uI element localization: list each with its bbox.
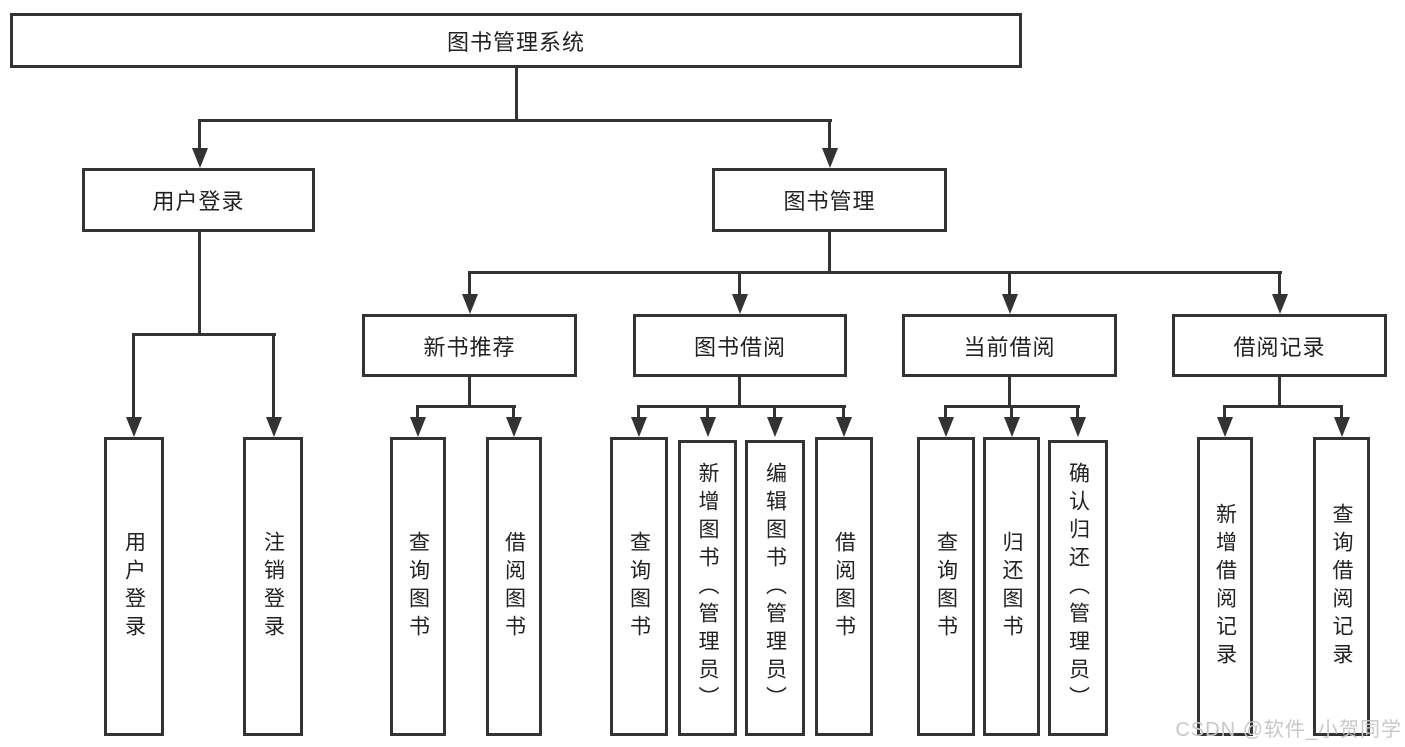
node-new-book-recommend: 新书推荐 [362,314,577,377]
node-root-label: 图书管理系统 [446,29,585,55]
arrowhead-icon [1002,294,1018,314]
node-user-login-label: 用户登录 [152,189,245,214]
leaf-borrow-books-recommend: 借阅图书 [486,437,542,736]
leaf-confirm-return-admin-label: 确认归还（管理员） [1066,462,1090,714]
connector-line [132,333,276,336]
connector-line [468,271,1282,274]
connector-line [198,119,832,122]
arrowhead-icon [836,417,852,437]
arrowhead-icon [462,294,478,314]
connector-line [1278,377,1281,408]
arrowhead-icon [700,417,716,437]
node-new-book-recommend-label: 新书推荐 [423,334,516,360]
leaf-query-borrow-record-label: 查询借阅记录 [1330,502,1353,671]
node-borrowing-records: 借阅记录 [1172,314,1387,377]
leaf-query-books-current: 查询图书 [917,437,975,736]
leaf-borrow-books-borrowing-label: 借阅图书 [832,530,856,643]
node-book-borrowing-label: 图书借阅 [693,334,786,360]
leaf-logout-label: 注销登录 [261,530,285,643]
node-user-login: 用户登录 [82,168,315,232]
arrowhead-icon [410,417,426,437]
connector-line [272,333,275,421]
connector-line [738,377,741,408]
leaf-query-books-borrowing: 查询图书 [610,437,668,736]
leaf-query-borrow-record: 查询借阅记录 [1313,437,1370,736]
arrowhead-icon [631,417,647,437]
leaf-query-books-recommend-label: 查询图书 [406,530,430,643]
connector-line [706,405,709,421]
connector-line [468,377,471,408]
connector-line [416,405,516,408]
leaf-edit-books-admin: 编辑图书（管理员） [745,440,805,736]
connector-line [416,405,419,421]
leaf-edit-books-admin-label: 编辑图书（管理员） [763,462,787,714]
arrowhead-icon [506,417,522,437]
node-current-borrowing: 当前借阅 [902,314,1117,377]
leaf-return-books-label: 归还图书 [1000,530,1023,643]
connector-line [637,405,846,408]
connector-line [842,405,845,421]
connector-line [1008,271,1011,298]
arrowhead-icon [938,417,954,437]
leaf-add-borrow-record: 新增借阅记录 [1197,437,1253,736]
connector-line [1223,405,1343,408]
leaf-borrow-books-borrowing: 借阅图书 [815,437,873,736]
arrowhead-icon [767,417,783,437]
connector-line [944,405,947,421]
arrowhead-icon [126,417,142,437]
leaf-query-books-borrowing-label: 查询图书 [627,530,651,643]
arrowhead-icon [732,294,748,314]
node-book-management: 图书管理 [712,168,947,232]
connector-line [1223,405,1226,421]
arrowhead-icon [1217,417,1233,437]
arrowhead-icon [266,417,282,437]
arrowhead-icon [1272,294,1288,314]
leaf-return-books: 归还图书 [983,437,1040,736]
connector-line [1010,405,1013,421]
connector-line [512,405,515,421]
node-borrowing-records-label: 借阅记录 [1233,334,1326,360]
connector-line [637,405,640,421]
connector-line [132,333,135,421]
arrowhead-icon [822,148,838,168]
node-book-borrowing: 图书借阅 [633,314,847,377]
leaf-add-books-admin-label: 新增图书（管理员） [696,462,719,714]
leaf-query-books-recommend: 查询图书 [390,437,446,736]
leaf-confirm-return-admin: 确认归还（管理员） [1048,440,1108,736]
node-current-borrowing-label: 当前借阅 [963,334,1056,360]
connector-line [468,271,471,298]
leaf-borrow-books-recommend-label: 借阅图书 [502,530,526,643]
connector-line [1340,405,1343,421]
node-book-management-label: 图书管理 [783,189,876,214]
connector-line [515,68,518,120]
connector-line [1278,271,1281,298]
connector-line [773,405,776,421]
connector-line [1008,377,1011,408]
leaf-logout: 注销登录 [243,437,303,736]
connector-line [198,232,201,336]
connector-line [828,119,831,152]
node-root: 图书管理系统 [10,13,1022,68]
arrowhead-icon [192,148,208,168]
connector-line [738,271,741,298]
arrowhead-icon [1334,417,1350,437]
connector-line [198,119,201,152]
leaf-query-books-current-label: 查询图书 [934,530,958,643]
leaf-add-books-admin: 新增图书（管理员） [678,440,737,736]
connector-line [828,232,831,274]
leaf-user-login-label: 用户登录 [122,530,146,643]
leaf-user-login: 用户登录 [104,437,164,736]
arrowhead-icon [1070,417,1086,437]
watermark: CSDN @软件_小贺同学 [1175,719,1402,741]
leaf-add-borrow-record-label: 新增借阅记录 [1213,502,1237,671]
arrowhead-icon [1004,417,1020,437]
connector-line [1076,405,1079,421]
